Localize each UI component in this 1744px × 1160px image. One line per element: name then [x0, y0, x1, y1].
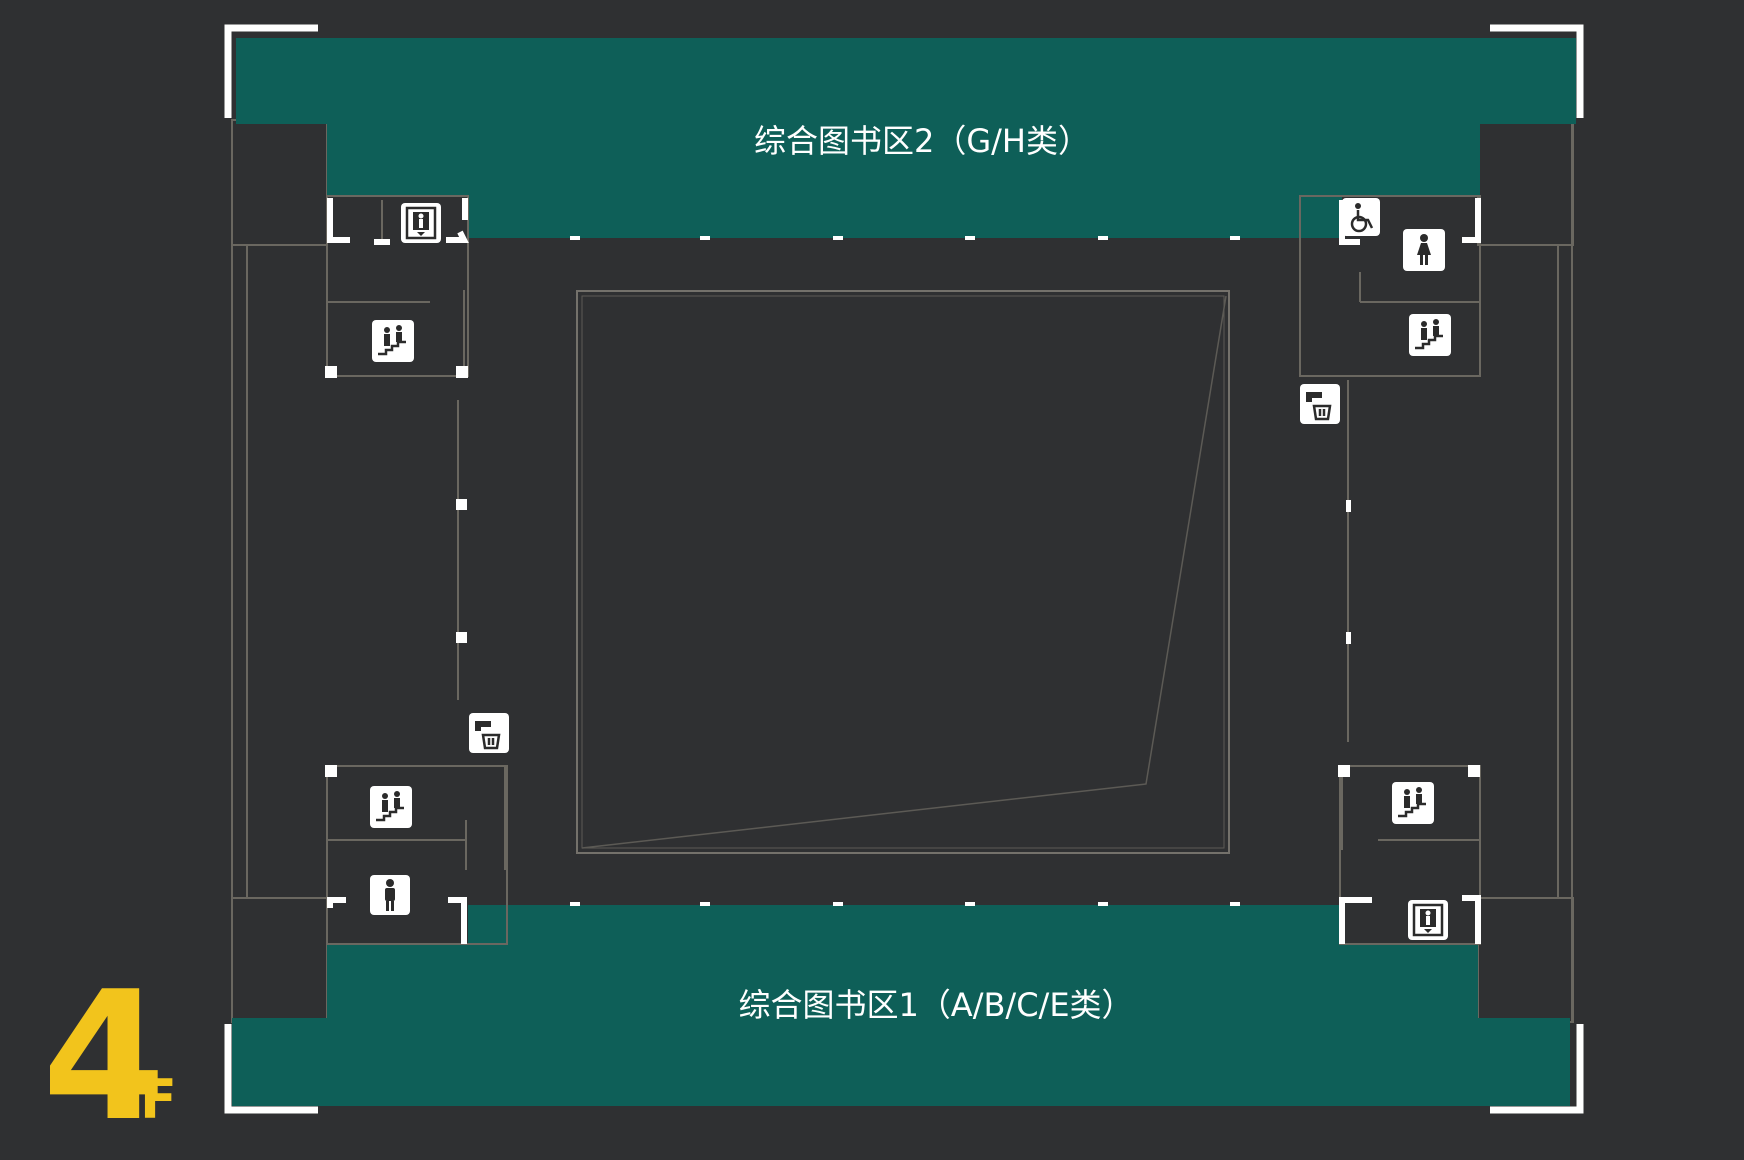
female-restroom-icon[interactable] — [1403, 229, 1445, 271]
building-outline — [231, 119, 1574, 1023]
core-top-right — [1299, 195, 1481, 377]
core-bottom-right — [1338, 765, 1481, 945]
elevator-icon[interactable] — [1408, 900, 1448, 940]
zone-upper-area[interactable]: 综合图书区2（G/H类） — [236, 38, 1576, 238]
zone-upper-label: 综合图书区2（G/H类） — [754, 122, 1090, 160]
water-dispenser-icon[interactable] — [1300, 384, 1340, 424]
escalator-icon[interactable] — [372, 320, 414, 362]
central-atrium — [576, 290, 1230, 854]
elevator-icon[interactable] — [401, 203, 441, 243]
male-restroom-icon[interactable] — [370, 875, 410, 915]
corner-brackets — [224, 24, 1584, 1114]
zone-lower-label: 综合图书区1（A/B/C/E类） — [738, 986, 1133, 1024]
floor-number: 4 — [42, 953, 166, 1160]
core-top-left — [325, 195, 469, 378]
zone-lower-area[interactable]: 综合图书区1（A/B/C/E类） — [232, 905, 1570, 1106]
water-dispenser-icon[interactable] — [469, 713, 509, 753]
escalator-icon[interactable] — [370, 786, 412, 828]
accessible-restroom-icon[interactable] — [1342, 198, 1380, 236]
core-bottom-left — [325, 765, 508, 945]
floor-suffix: F — [140, 1068, 177, 1131]
floor-indicator: 4 F — [42, 953, 177, 1160]
escalator-icon[interactable] — [1409, 314, 1451, 356]
corridor-railings — [456, 236, 1351, 906]
escalator-icon[interactable] — [1392, 782, 1434, 824]
